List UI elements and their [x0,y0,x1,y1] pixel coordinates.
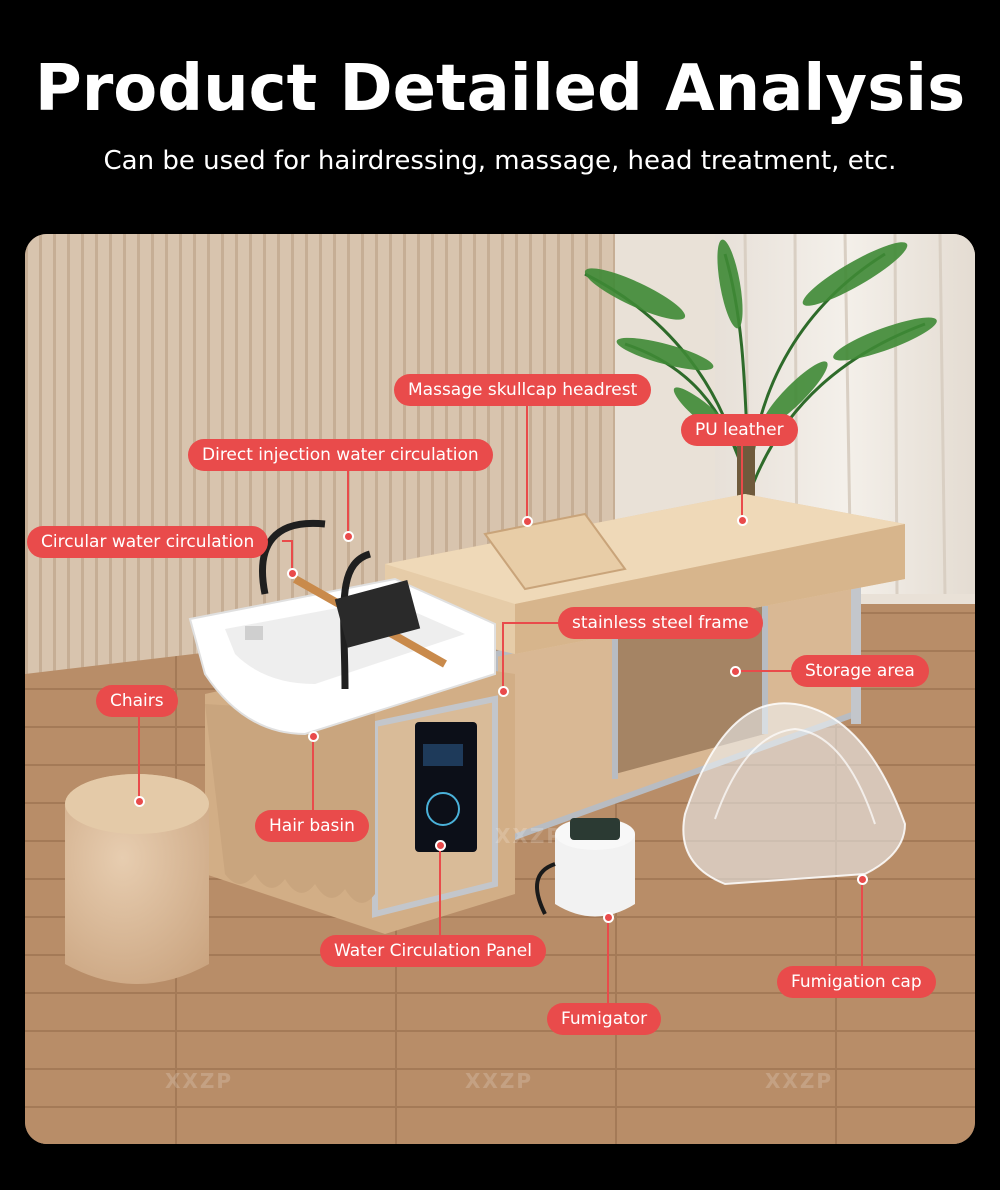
callout-dot [134,796,145,807]
callout-dot [343,531,354,542]
callout-dot [435,840,446,851]
callout-dot [603,912,614,923]
label-fumigation-cap: Fumigation cap [777,966,936,998]
label-direct-injection-water-circulation: Direct injection water circulation [188,439,493,471]
callout-dot [522,516,533,527]
label-stainless-steel-frame: stainless steel frame [558,607,763,639]
watermark: XXZP [765,1069,833,1093]
callout-dot [737,515,748,526]
watermark: XXZP [165,1069,233,1093]
watermark: XXZP [465,1069,533,1093]
callout-dot [287,568,298,579]
label-circular-water-circulation: Circular water circulation [27,526,269,558]
label-fumigator: Fumigator [547,1003,662,1035]
page-subtitle: Can be used for hairdressing, massage, h… [103,146,897,176]
label-water-circulation-panel: Water Circulation Panel [320,935,546,967]
page-title: Product Detailed Analysis [34,52,966,126]
label-storage-area: Storage area [791,655,929,687]
label-chairs: Chairs [96,685,178,717]
watermark: XXZP [495,824,563,848]
callout-dot [730,666,741,677]
label-massage-skullcap-headrest: Massage skullcap headrest [394,374,652,406]
callout-dot [498,686,509,697]
callout-dot [308,731,319,742]
label-hair-basin: Hair basin [255,810,369,842]
label-pu-leather: PU leather [681,414,798,446]
callout-dot [857,874,868,885]
